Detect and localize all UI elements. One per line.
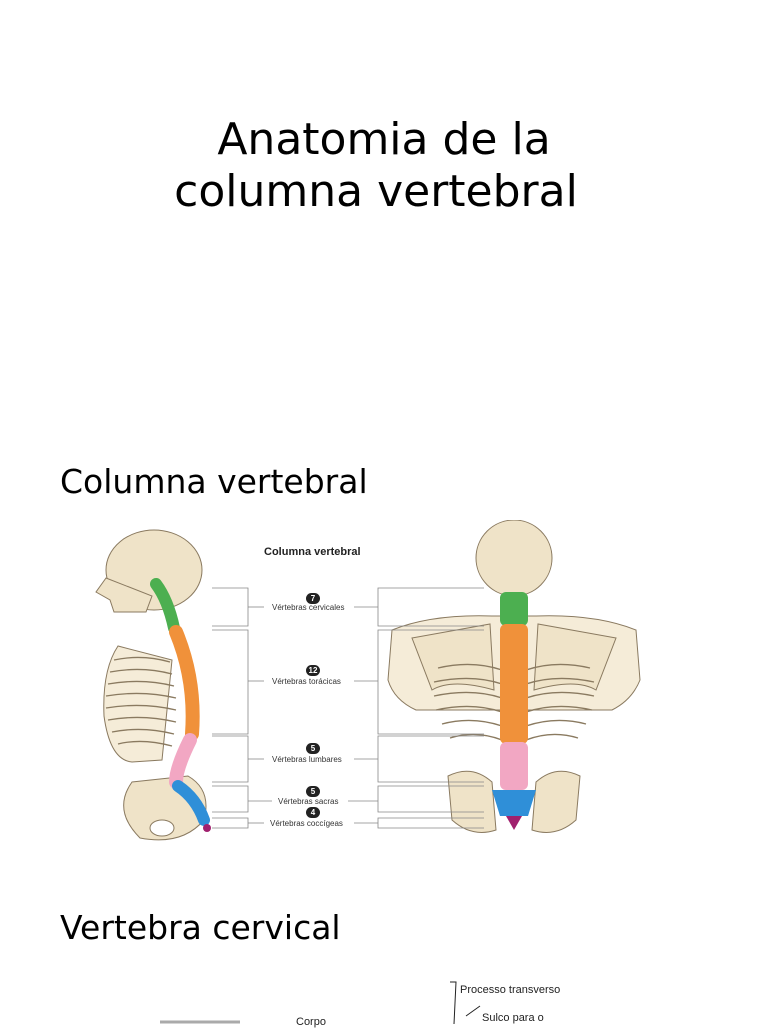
region-brackets xyxy=(212,587,484,829)
slide-title-line2: columna vertebral xyxy=(174,166,578,217)
side-view-skeleton xyxy=(95,529,211,841)
spine-illustration xyxy=(95,519,641,841)
label-cervical: Vértebras cervicales xyxy=(272,603,345,612)
label-sacral: Vértebras sacras xyxy=(278,797,339,806)
label-coccygeal: Vértebras coccígeas xyxy=(270,819,343,828)
count-lumbar: 5 xyxy=(306,743,320,754)
cervical-figure: Processo transverso Sulco para o Corpo xyxy=(150,976,620,1028)
slide-title-line1: Anatomia de la xyxy=(217,114,551,165)
label-groove: Sulco para o xyxy=(482,1012,544,1024)
cervical-figure-lines xyxy=(160,981,481,1025)
section-heading-columna: Columna vertebral xyxy=(60,462,368,501)
figure-title: Columna vertebral xyxy=(264,546,361,558)
count-thoracic: 12 xyxy=(306,665,320,676)
back-view-skeleton xyxy=(387,519,641,833)
count-sacral: 5 xyxy=(306,786,320,797)
label-body: Corpo xyxy=(296,1016,326,1028)
label-lumbar: Vértebras lumbares xyxy=(272,755,342,764)
spine-figure: Columna vertebral 7 Vértebras cervicales… xyxy=(92,519,644,856)
count-cervical: 7 xyxy=(306,593,320,604)
label-thoracic: Vértebras torácicas xyxy=(272,677,341,686)
section-heading-cervical: Vertebra cervical xyxy=(60,908,341,947)
label-transverse-process: Processo transverso xyxy=(460,984,561,996)
count-coccygeal: 4 xyxy=(306,807,320,818)
